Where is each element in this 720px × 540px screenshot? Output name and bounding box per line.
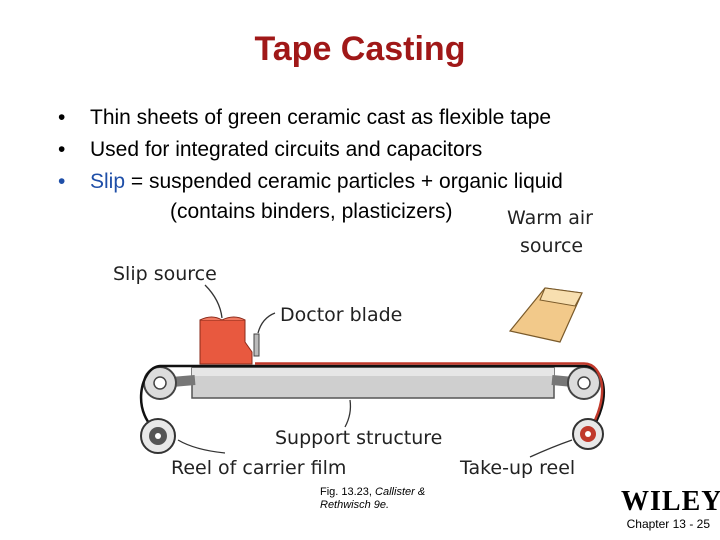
- takeup-reel-label: Take-up reel: [459, 457, 575, 479]
- bullet-text: Used for integrated circuits and capacit…: [90, 138, 483, 161]
- slip-source: [199, 319, 253, 365]
- cast-tape: [255, 362, 604, 432]
- warm-air-nozzle: [539, 287, 583, 307]
- bullet-item: • Used for integrated circuits and capac…: [58, 134, 698, 166]
- left-roller-hub: [153, 376, 167, 390]
- support-pointer: [344, 399, 352, 428]
- bullet-marker: •: [58, 106, 66, 129]
- bullet-item: • Slip = suspended ceramic particles + o…: [58, 166, 698, 198]
- takeup-reel-hub: [585, 431, 591, 437]
- slip-source-label: Slip source: [113, 263, 217, 285]
- slip-top: [199, 316, 246, 321]
- doctor-blade-label: Doctor blade: [280, 304, 402, 326]
- doctor-blade: [253, 333, 260, 357]
- reel-carrier-label: Reel of carrier film: [171, 457, 346, 479]
- figure-caption: Fig. 13.23, Callister & Rethwisch 9e.: [320, 486, 425, 512]
- support-structure-label: Support structure: [275, 427, 442, 449]
- warm-air-label-line1: Warm air: [507, 207, 593, 229]
- bullet-text: Thin sheets of green ceramic cast as fle…: [90, 106, 552, 129]
- chapter-page-number: Chapter 13 - 25: [626, 517, 710, 531]
- slip-term: Slip: [90, 170, 126, 193]
- bullet-marker: •: [58, 170, 66, 193]
- slip-source-pointer: [204, 284, 223, 319]
- caption-authors: Callister &: [375, 486, 426, 498]
- carrier-reel-hub: [155, 433, 161, 439]
- doctor-blade-pointer: [257, 312, 276, 334]
- bullet-item: • Thin sheets of green ceramic cast as f…: [58, 102, 698, 134]
- caption-edition: Rethwisch 9e.: [320, 499, 390, 511]
- carrier-film: [139, 364, 605, 435]
- bullet-list: • Thin sheets of green ceramic cast as f…: [58, 102, 698, 226]
- caption-fig: Fig. 13.23,: [320, 486, 376, 498]
- bullet-marker: •: [58, 138, 66, 161]
- right-roller-hub: [577, 376, 591, 390]
- support-structure-shade: [192, 368, 554, 376]
- carrier-reel-pointer: [177, 439, 226, 454]
- takeup-pointer: [529, 439, 573, 458]
- warm-air-label-line2: source: [520, 235, 583, 257]
- wiley-logo: WILEY: [621, 486, 720, 517]
- bullet-text: = suspended ceramic particles + organic …: [125, 170, 563, 193]
- slide-title: Tape Casting: [254, 30, 466, 68]
- bullet-continuation: (contains binders, plasticizers): [170, 200, 453, 223]
